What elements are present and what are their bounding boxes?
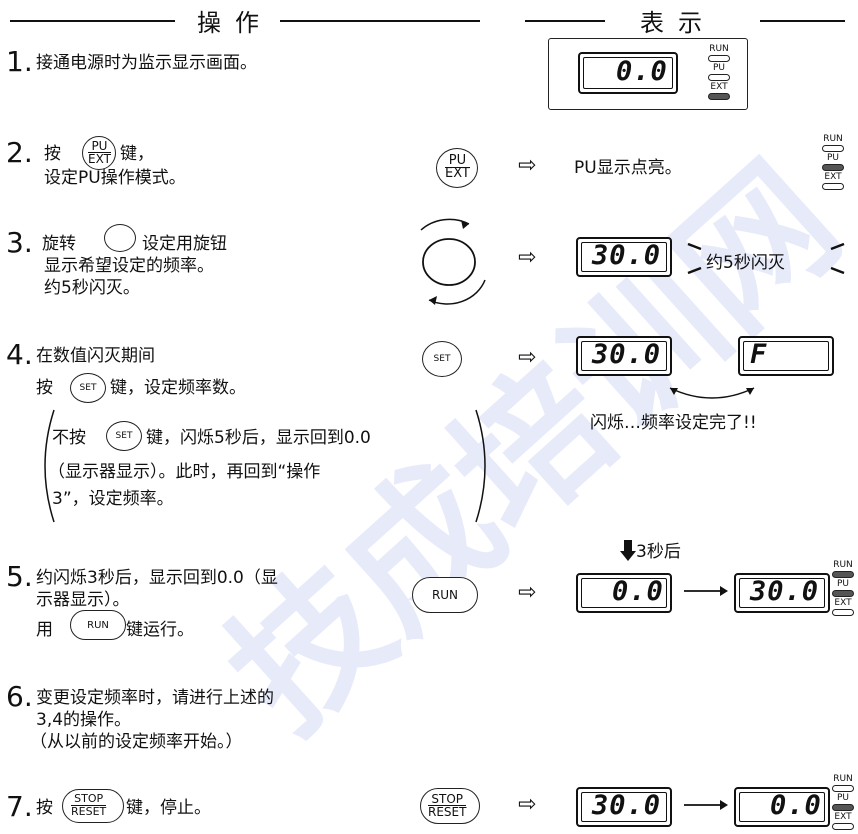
step-5-lamps: RUN PU EXT (832, 560, 854, 617)
step-2-line2: 设定PU操作模式。 (44, 168, 186, 188)
header-rule-mid (280, 20, 480, 22)
step-1-display-value: 0.0 (616, 56, 668, 87)
step-5-arrow: ⇨ (518, 580, 537, 605)
note-pre: 不按 (52, 428, 86, 448)
monitor-panel (548, 38, 748, 110)
step-7-display-2: 0.0 (734, 787, 830, 827)
down-arrow-icon (620, 540, 636, 561)
step-5-transition-arrow (684, 586, 728, 596)
step-7-pre: 按 (36, 798, 53, 818)
header-rule-display-left (525, 20, 605, 22)
step-5-pre: 用 (36, 620, 53, 640)
step-7-display-1-value: 30.0 (592, 790, 662, 821)
step-2-result: PU显示点亮。 (574, 158, 682, 178)
step-3-result: 约5秒闪灭 (706, 253, 785, 273)
step-7-lamps: RUN PU EXT (832, 774, 854, 831)
step-4-display-1: 30.0 (576, 336, 672, 376)
step-3-line3: 约5秒闪灭。 (44, 278, 140, 298)
step-4-result: 闪烁…频率设定完了!! (590, 413, 757, 433)
blink-marks-left (687, 242, 702, 275)
step-4-display-2: F (738, 336, 834, 376)
step-3-pre: 旋转 (42, 234, 76, 254)
step-4-line1: 在数值闪灭期间 (36, 346, 155, 366)
note-post: 键，闪烁5秒后，显示回到0.0 (146, 428, 371, 448)
step-2-arrow: ⇨ (518, 153, 537, 178)
run-lamp-label: RUN (709, 44, 729, 54)
step-7-number: 7. (6, 790, 33, 823)
step-3-post: 设定用旋钮 (142, 234, 227, 254)
step-2-pre: 按 (44, 144, 61, 164)
step-4-number: 4. (6, 338, 33, 371)
header-rule-right (760, 20, 845, 22)
step-6-line2: 3,4的操作。 (36, 710, 132, 730)
step-5-line1: 约闪烁3秒后，显示回到0.0（显 (36, 568, 278, 588)
header-rule-left (10, 20, 175, 22)
step-7-display-1: 30.0 (576, 787, 672, 827)
step-6-number: 6. (6, 680, 33, 713)
step-5-post: 键运行。 (126, 620, 194, 640)
step-5-display-2-value: 30.0 (750, 576, 820, 607)
set-key-note[interactable]: SET (106, 421, 142, 451)
setting-dial[interactable] (405, 218, 495, 305)
step-6-line1: 变更设定频率时，请进行上述的 (36, 688, 274, 708)
note-paren-left (44, 409, 55, 523)
step-3-display: 30.0 (576, 237, 672, 277)
step-7-transition-arrow (684, 800, 728, 810)
dial-icon-inline (104, 224, 136, 252)
step-4-display-1-value: 30.0 (592, 339, 662, 370)
step-7-post: 键，停止。 (126, 798, 211, 818)
run-key-inline[interactable]: RUN (70, 610, 126, 640)
operation-header: 操作 (197, 9, 273, 37)
step-7-display-2-value: 0.0 (770, 790, 822, 821)
step-3-arrow: ⇨ (518, 245, 537, 270)
step-2-lamps: RUN PU EXT (822, 134, 844, 191)
step-4-post: 键，设定频率数。 (110, 378, 246, 398)
step-4-arrow: ⇨ (518, 345, 537, 370)
step-3-display-value: 30.0 (592, 240, 662, 271)
toggle-arrow (669, 387, 755, 399)
step-7-arrow: ⇨ (518, 792, 537, 817)
step-5-number: 5. (6, 560, 33, 593)
pu-lamp-label: PU (712, 63, 725, 73)
blink-marks-right (830, 242, 845, 275)
step-1-text: 接通电源时为监示显示画面。 (36, 53, 257, 73)
run-key[interactable]: RUN (412, 577, 478, 613)
step-2-number: 2. (6, 136, 33, 169)
step-5-line2: 示器显示）。 (36, 590, 130, 610)
step-1-number: 1. (6, 45, 33, 78)
step-6-line3: （从以前的设定频率开始。） (30, 732, 243, 752)
step-4-display-2-value: F (750, 339, 768, 370)
set-key-inline[interactable]: SET (70, 373, 106, 403)
step-1-lamps: RUN PU EXT (708, 44, 730, 101)
step-5-display-1-value: 0.0 (612, 576, 664, 607)
note-line2: （显示器显示）。此时，再回到“操作 (48, 462, 321, 482)
step-5-display-1: 0.0 (576, 573, 672, 613)
step-2-post: 键， (120, 144, 154, 164)
step-3-number: 3. (6, 226, 33, 259)
step-1-display: 0.0 (578, 52, 678, 94)
display-header: 表示 (640, 9, 716, 37)
set-key[interactable]: SET (422, 341, 462, 377)
note-line3: 3”，设定频率。 (52, 489, 174, 509)
step-4-pre: 按 (36, 378, 53, 398)
step-5-after: 3秒后 (636, 542, 681, 562)
step-3-line2: 显示希望设定的频率。 (44, 256, 214, 276)
note-paren-right (475, 409, 486, 523)
step-5-display-2: 30.0 (734, 573, 830, 613)
ext-lamp-label: EXT (710, 82, 728, 92)
